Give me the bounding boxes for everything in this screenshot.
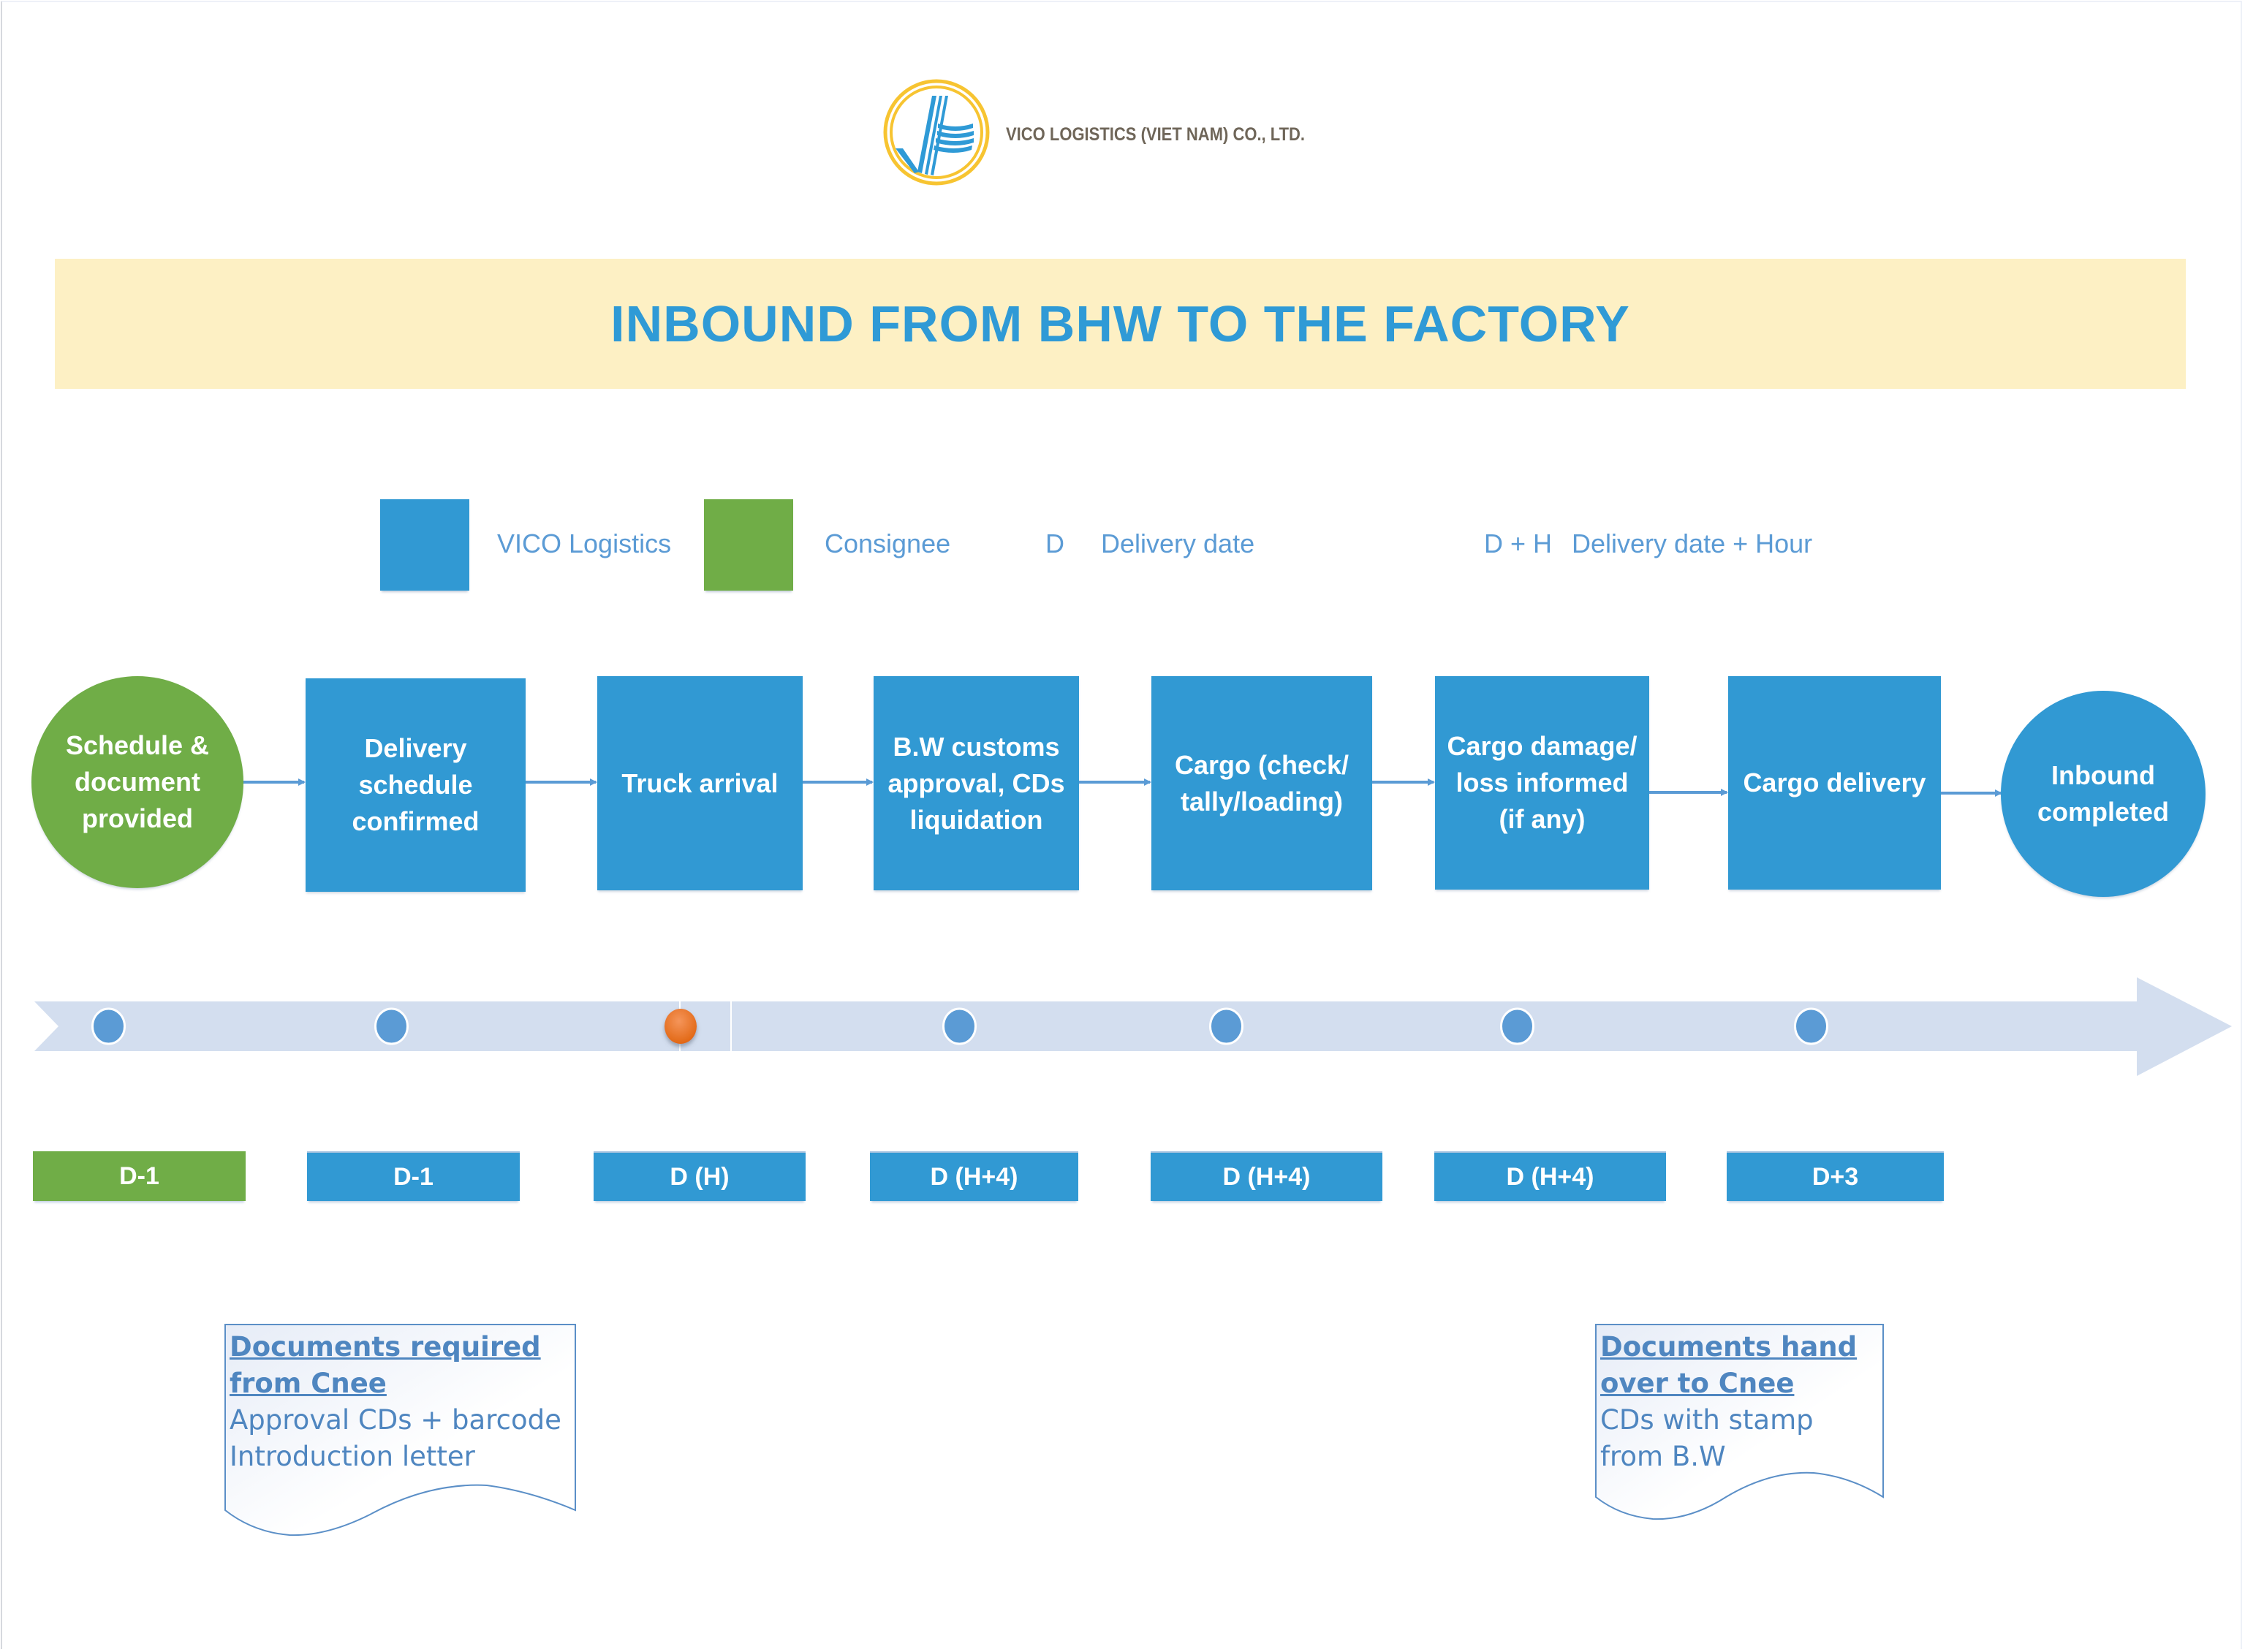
legend-abbr-d-key: D	[1045, 528, 1064, 558]
legend-abbr-dh-key: D + H	[1484, 528, 1553, 558]
date-tag-label: D-1	[119, 1162, 159, 1190]
flow-step-label: Cargo damage/ loss informed (if any)	[1447, 731, 1638, 834]
callout-line: Approval CDs + barcode	[230, 1404, 561, 1436]
flow-step-label: Delivery schedule confirmed	[352, 733, 480, 836]
flow-step-truck-arrival: Truck arrival	[597, 676, 803, 890]
document-shape-icon	[1595, 1324, 1884, 1520]
date-tag-label: D (H+4)	[1506, 1162, 1594, 1191]
flow-step-schedule-provided: Schedule & document provided	[31, 676, 243, 888]
flow-step-damage-informed: Cargo damage/ loss informed (if any)	[1435, 676, 1649, 890]
callout-line: CDs with stamp from B.W	[1600, 1404, 1814, 1472]
flow-step-inbound-completed: Inbound completed	[2001, 691, 2206, 897]
date-tag-4: D (H+4)	[870, 1151, 1078, 1201]
legend-abbr-d-meaning: Delivery date	[1101, 528, 1255, 558]
legend-swatch-consignee	[704, 499, 793, 591]
flow-step-label: Cargo (check/ tally/loading)	[1174, 749, 1349, 816]
date-tag-6: D (H+4)	[1434, 1151, 1666, 1201]
document-shape-icon	[224, 1324, 576, 1537]
page-title: INBOUND FROM BHW TO THE FACTORY	[610, 295, 1630, 352]
date-tag-5: D (H+4)	[1151, 1151, 1382, 1201]
flow-step-label: Cargo delivery	[1743, 768, 1926, 797]
date-tag-label: D (H)	[670, 1162, 730, 1191]
date-tag-3: D (H)	[594, 1151, 806, 1201]
legend-abbr-dh-meaning: Delivery date + Hour	[1572, 528, 1813, 558]
flow-step-label: Truck arrival	[621, 768, 779, 798]
flow-step-customs-approval: B.W customs approval, CDs liquidation	[874, 676, 1079, 890]
callout-line: Introduction letter	[230, 1441, 475, 1472]
legend-swatch-vico	[380, 499, 469, 591]
title-banner: INBOUND FROM BHW TO THE FACTORY	[55, 259, 2186, 389]
callout-title: Documents hand over to Cnee	[1600, 1331, 1858, 1399]
date-tag-label: D (H+4)	[1222, 1162, 1311, 1191]
date-tag-7: D+3	[1727, 1151, 1944, 1201]
legend-label-consignee: Consignee	[825, 528, 951, 558]
legend-label-vico: VICO Logistics	[497, 528, 672, 558]
date-tag-label: D (H+4)	[930, 1162, 1018, 1191]
date-tag-label: D+3	[1811, 1162, 1859, 1191]
flow-step-schedule-confirmed: Delivery schedule confirmed	[306, 678, 526, 892]
date-tag-2: D-1	[307, 1151, 520, 1201]
flow-step-label: B.W customs approval, CDs liquidation	[887, 731, 1065, 835]
date-tag-label: D-1	[393, 1162, 434, 1191]
flow-step-label: Schedule & document provided	[65, 730, 210, 833]
flow-step-label: Inbound completed	[2037, 760, 2170, 827]
vico-logo-icon	[882, 78, 991, 186]
company-name: VICO LOGISTICS (VIET NAM) CO., LTD.	[1006, 124, 1306, 145]
flow-step-cargo-delivery: Cargo delivery	[1728, 676, 1941, 890]
date-tag-1: D-1	[33, 1151, 246, 1201]
callout-title: Documents required from Cnee	[230, 1331, 541, 1399]
documents-handover-callout: Documents hand over to Cnee CDs with sta…	[1594, 1323, 1885, 1531]
flow-step-cargo-check: Cargo (check/ tally/loading)	[1151, 676, 1372, 890]
documents-required-callout: Documents required from Cnee Approval CD…	[224, 1323, 578, 1542]
